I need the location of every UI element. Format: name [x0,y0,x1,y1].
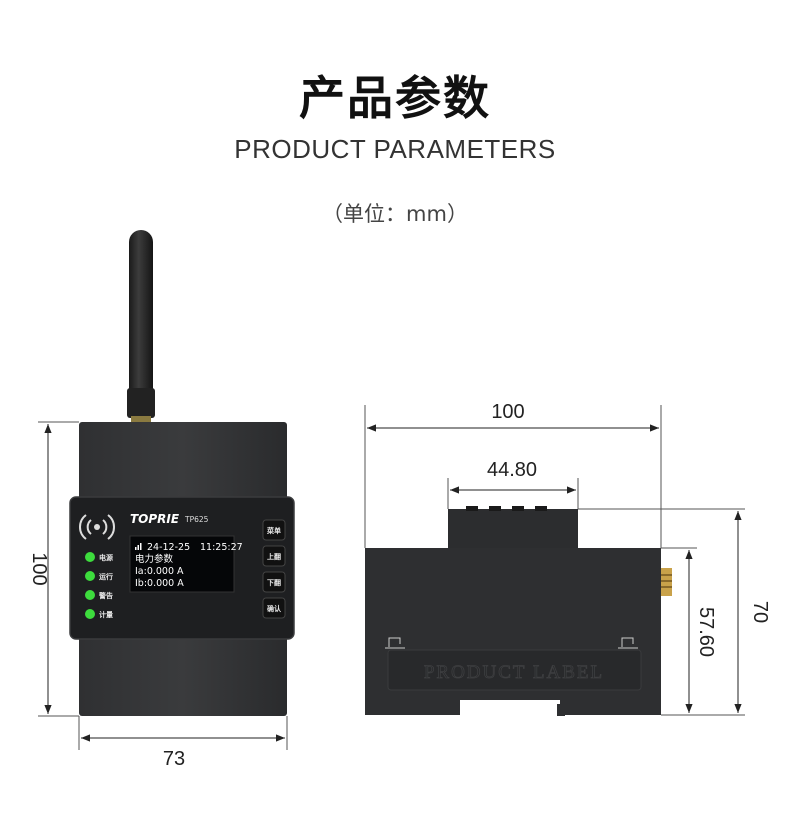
side-top-step [448,509,578,549]
side-top-width-label: 44.80 [487,459,537,481]
side-height-label: 70 [749,601,771,623]
side-view: PRODUCT LABEL 100 44.80 70 57.60 [364,401,771,716]
screen-line2: Ib:0.000 A [135,578,184,589]
front-width-label: 73 [163,748,185,770]
page-subtitle: PRODUCT PARAMETERS [234,134,556,164]
svg-text:菜单: 菜单 [266,526,281,535]
page-down-button[interactable]: 下翻 [262,571,286,593]
led-warning: 警告 [85,590,113,600]
product-label-area [387,649,642,691]
device-upper-body [79,422,287,504]
screen-date: 24-12-25 [147,542,190,553]
screen-line1: Ia:0.000 A [135,566,184,577]
led-run: 运行 [85,571,113,581]
svg-text:电源: 电源 [99,553,113,562]
antenna [129,230,153,402]
svg-text:上翻: 上翻 [267,552,281,561]
svg-text:警告: 警告 [99,591,113,600]
front-height-label: 100 [28,552,50,585]
confirm-button[interactable]: 确认 [262,597,286,619]
device-lower-body [79,634,287,716]
side-body-height-label: 57.60 [695,607,717,657]
page-up-button[interactable]: 上翻 [262,545,286,567]
svg-text:下翻: 下翻 [267,578,281,587]
led-power: 电源 [85,552,113,562]
menu-button[interactable]: 菜单 [262,519,286,541]
screen-heading: 电力参数 [135,553,174,565]
brand-logo: TOPRIE [130,512,180,526]
model-label: TP625 [184,515,209,524]
svg-text:确认: 确认 [267,604,282,613]
screen-time: 11:25:27 [200,542,243,553]
svg-text:计量: 计量 [99,610,113,619]
antenna-base [127,388,155,418]
nfc-icon [79,514,115,540]
led-metering: 计量 [85,609,113,619]
lcd-screen [129,535,235,593]
product-label-text: PRODUCT LABEL [424,662,604,683]
page-title: 产品参数 [299,71,491,125]
svg-text:运行: 运行 [99,572,113,581]
front-view: TOPRIE TP625 24-12-25 11:25:27 电力参数 Ia:0… [28,230,295,770]
unit-note: （单位：mm） [322,202,468,226]
signal-icon [135,543,142,550]
side-width-label: 100 [491,401,524,423]
